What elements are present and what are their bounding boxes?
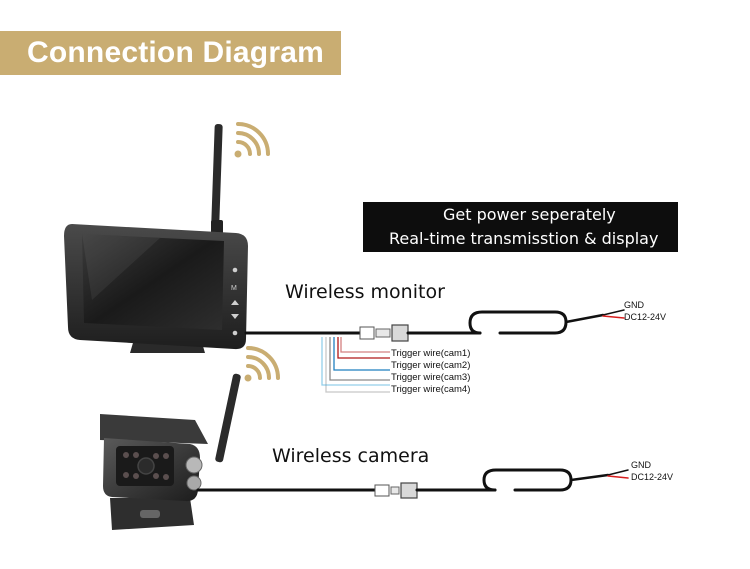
wireless-camera-label: Wireless camera [272, 445, 430, 467]
connector-icon-camera [374, 482, 418, 499]
camera-cable [196, 468, 629, 499]
camera-gnd-label: GND [631, 460, 651, 470]
wifi-signal-icon-monitor [234, 122, 270, 158]
trigger-wire-label-cam4: Trigger wire(cam4) [391, 384, 471, 395]
trigger-wire-label-cam2: Trigger wire(cam2) [391, 360, 471, 371]
wifi-signal-icon-camera [244, 346, 280, 382]
title-banner: Connection Diagram [0, 31, 341, 75]
monitor-gnd-label: GND [624, 300, 644, 310]
trigger-wires [321, 337, 390, 393]
info-line-2: Real-time transmisstion & display [389, 229, 659, 248]
trigger-wire-label-cam1: Trigger wire(cam1) [391, 348, 471, 359]
camera-device [100, 373, 241, 530]
monitor-cable [244, 309, 625, 342]
info-line-1: Get power seperately [443, 205, 616, 224]
connector-icon-monitor [359, 324, 409, 342]
trigger-wire-label-cam3: Trigger wire(cam3) [391, 372, 471, 383]
monitor-device: M [64, 123, 248, 353]
antenna-icon-camera [215, 373, 241, 463]
diagram-title: Connection Diagram [27, 36, 324, 69]
camera-voltage-label: DC12-24V [631, 472, 674, 482]
monitor-voltage-label: DC12-24V [624, 312, 667, 322]
wireless-monitor-label: Wireless monitor [285, 281, 445, 303]
svg-text:M: M [231, 285, 237, 292]
antenna-icon-monitor [211, 123, 223, 236]
info-box: Get power seperately Real-time transmiss… [363, 202, 678, 252]
